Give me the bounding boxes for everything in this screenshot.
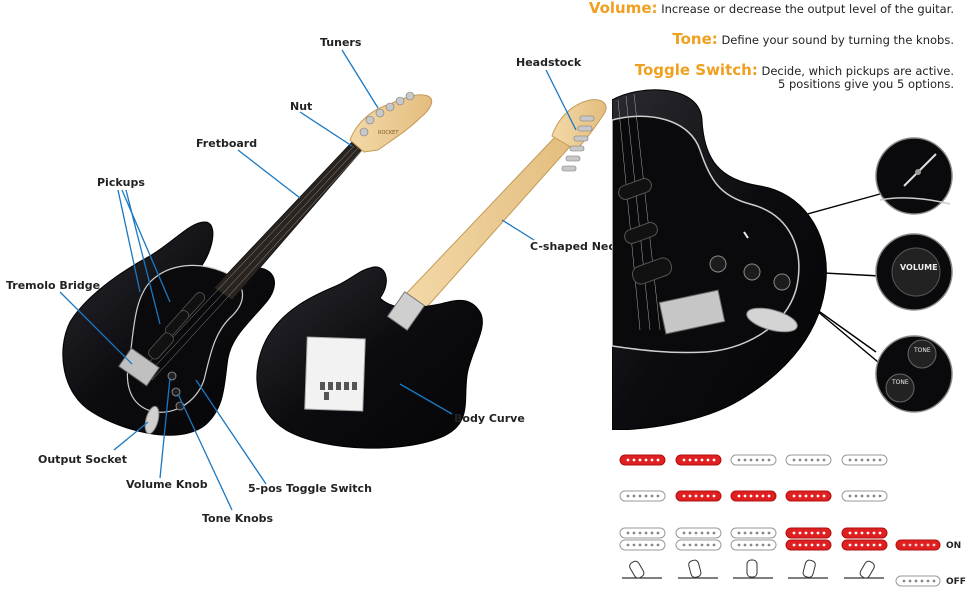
desc-volume-text: Increase or decrease the output level of…: [661, 2, 954, 16]
pickup-middle-pos-2: [675, 490, 722, 502]
front-strings: [139, 145, 363, 381]
label-tuners: Tuners: [320, 36, 362, 49]
legend-on: ON: [946, 541, 961, 551]
desc-toggle-line1: Decide, which pickups are active.: [761, 64, 954, 78]
desc-volume-term: Volume:: [588, 0, 658, 17]
zoom-tone-knobs: TONE TONE: [875, 335, 953, 413]
desc-toggle: Toggle Switch: Decide, which pickups are…: [634, 61, 954, 91]
label-headstock: Headstock: [516, 56, 582, 69]
front-output-socket: [144, 405, 160, 435]
pickup-bridge-a-pos-2: [675, 527, 722, 539]
switch-lever-icon-pos-3: [733, 559, 773, 579]
pickup-bridge-a-pos-3: [730, 527, 777, 539]
label-output-socket: Output Socket: [38, 453, 127, 466]
desc-volume: Volume: Increase or decrease the output …: [588, 0, 954, 17]
desc-tone-term: Tone:: [672, 30, 718, 48]
desc-toggle-line2: 5 positions give you 5 options.: [778, 77, 954, 91]
pickup-bridge-b-pos-4: [785, 539, 832, 551]
front-guitar: ROCKET: [62, 91, 433, 436]
pickup-bridge-b-pos-2: [675, 539, 722, 551]
zoom-body: [612, 89, 827, 430]
label-volume-knob: Volume Knob: [126, 478, 208, 491]
headstock-logo: ROCKET: [378, 130, 399, 136]
pickup-legend: ON OFF: [895, 539, 966, 587]
pickup-bridge-b-pos-5: [841, 539, 888, 551]
back-cover-slots: [320, 382, 357, 400]
label-toggle-switch: 5-pos Toggle Switch: [248, 482, 372, 495]
pickup-middle-pos-4: [785, 490, 832, 502]
back-tuners: [561, 115, 595, 172]
pickup-bridge-a-pos-4: [785, 527, 832, 539]
pickup-bridge-a-pos-1: [619, 527, 666, 539]
back-neck-plate: [386, 291, 426, 331]
back-guitar: [256, 99, 607, 449]
pickup-selector-diagram: [619, 454, 888, 579]
legend-off: OFF: [946, 577, 966, 587]
pickup-bridge-b-pos-3: [730, 539, 777, 551]
label-pickups: Pickups: [97, 176, 145, 189]
front-headstock: [349, 94, 433, 153]
desc-toggle-term: Toggle Switch:: [634, 61, 758, 79]
zoom-toggle-switch: [875, 137, 953, 215]
pickup-bridge-b-pos-1: [619, 539, 666, 551]
pickup-neck-pos-2: [675, 454, 722, 466]
pickup-middle-pos-5: [841, 490, 888, 502]
pickup-neck-pos-5: [841, 454, 888, 466]
label-tone-knobs: Tone Knobs: [202, 512, 274, 525]
tone-knob-b-text: TONE: [891, 379, 909, 386]
label-c-neck: C-shaped Neck: [530, 240, 623, 253]
pickup-neck-pos-3: [730, 454, 777, 466]
tone-knob-a-text: TONE: [913, 347, 931, 354]
front-pickups: [148, 292, 206, 360]
pickup-neck-pos-1: [619, 454, 666, 466]
front-tuners: [359, 91, 415, 137]
pickup-middle-pos-3: [730, 490, 777, 502]
label-tremolo-bridge: Tremolo Bridge: [6, 279, 100, 292]
desc-tone-text: Define your sound by turning the knobs.: [721, 33, 954, 47]
label-body-curve: Body Curve: [454, 412, 525, 425]
label-fretboard: Fretboard: [196, 137, 257, 150]
back-tremolo-cover: [304, 336, 366, 412]
switch-lever-icon-pos-2: [678, 559, 718, 579]
part-labels: Tuners Nut Fretboard Pickups Tremolo Bri…: [6, 36, 623, 525]
switch-lever-icon-pos-5: [844, 560, 884, 579]
label-nut: Nut: [290, 100, 312, 113]
desc-tone: Tone: Define your sound by turning the k…: [672, 30, 954, 48]
switch-lever-icon-pos-4: [788, 559, 828, 579]
switch-lever-icon-pos-1: [622, 560, 662, 579]
zoom-volume-knob: VOLUME: [875, 233, 953, 311]
back-guitar-body: [256, 266, 483, 449]
volume-knob-text: VOLUME: [900, 263, 938, 272]
back-neck: [403, 135, 575, 309]
pickup-neck-pos-4: [785, 454, 832, 466]
pickup-bridge-a-pos-5: [841, 527, 888, 539]
pickup-middle-pos-1: [619, 490, 666, 502]
front-neck-fretboard: [213, 141, 363, 301]
